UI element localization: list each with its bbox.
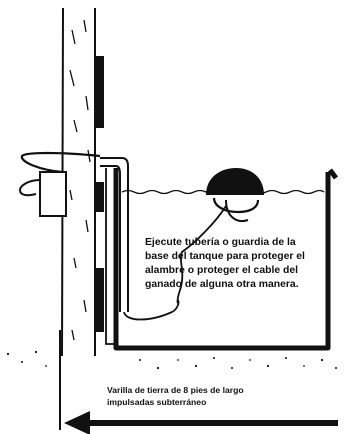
pipe-instruction-line: Ejecute tubería o guardia de la xyxy=(145,237,296,248)
pipe-instruction-line: ganado de alguna otra manera. xyxy=(145,279,299,291)
controller-box xyxy=(39,171,67,217)
ground-rod-label: Varilla de tierra de 8 pies de largo imp… xyxy=(107,384,327,408)
heater-cord xyxy=(20,151,101,174)
post-shadow-strip xyxy=(96,268,104,332)
ground-rod-line: Varilla de tierra de 8 pies de largo xyxy=(107,385,244,395)
ground-rod-arrow xyxy=(64,411,338,434)
protective-pipe xyxy=(100,165,121,312)
power-cord xyxy=(18,179,41,197)
ground-rod-line: impulsadas subterráneo xyxy=(107,397,207,408)
post-shadow-strip xyxy=(96,56,104,128)
ground-speckles xyxy=(6,350,337,370)
pipe-instruction-line: base del tanque para proteger el xyxy=(145,251,305,263)
heater-cable xyxy=(176,205,227,304)
ground-wire xyxy=(105,168,116,345)
floating-heater xyxy=(206,168,264,222)
protective-pipe xyxy=(100,157,129,312)
stock-tank xyxy=(113,168,338,351)
pipe-exit-wire xyxy=(123,299,180,321)
pipe-instruction-label: Ejecute tubería o guardia de la base del… xyxy=(145,236,315,292)
post-shadow-strip xyxy=(96,182,104,212)
pipe-instruction-line: alambre o proteger el cable del xyxy=(145,265,299,277)
